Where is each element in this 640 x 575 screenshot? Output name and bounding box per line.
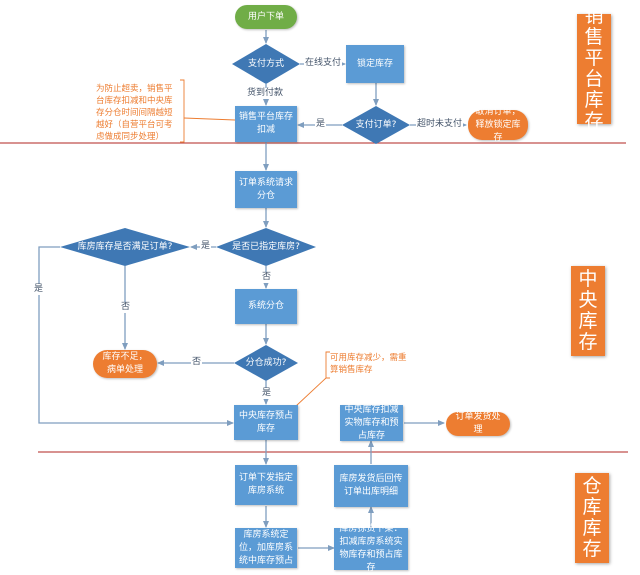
- section-char: 仓: [582, 475, 602, 497]
- edge-label-online-pay: 在线支付: [304, 58, 343, 69]
- section-char: 库: [582, 517, 602, 539]
- edge-label-enough-yes: 是: [33, 284, 45, 295]
- section-char: 销: [584, 5, 604, 27]
- edge-label-alloc-no: 否: [191, 357, 203, 368]
- section-char: 存: [578, 331, 598, 353]
- edge-label-cod: 货到付款: [246, 88, 285, 99]
- section-char: 存: [582, 538, 602, 560]
- system-allocate-box: 系统分仓: [235, 289, 297, 324]
- section-char: 库: [584, 89, 604, 111]
- start-node: 用户下单: [235, 5, 297, 29]
- decision-warehouse-specified: [216, 228, 316, 266]
- section-tag-sales-platform: 销 售 平 台 库 存: [577, 6, 611, 132]
- lock-stock-box: 锁定库存: [346, 45, 404, 83]
- section-char: 存: [584, 110, 604, 132]
- note-bracket-oversell: [180, 79, 185, 143]
- ship-order-terminal: 订单发货处理: [446, 412, 510, 436]
- section-char: 中: [578, 268, 598, 290]
- edge-label-specified-yes: 是: [200, 241, 212, 252]
- wms-locate-box: 库房系统定位，加库房系统中库存预占: [235, 528, 297, 568]
- note-recalc: 可用库存减少，需重算销售库存: [330, 353, 407, 375]
- note-oversell: 为防止超卖，销售平台库存扣减和中央库存分仓时间间隔越短越好（自营平台可考虑做成同…: [96, 84, 173, 142]
- edge-label-specified-no: 否: [261, 272, 273, 283]
- decision-pay-method: [232, 44, 300, 84]
- edge-label-paid-yes: 是: [315, 119, 327, 130]
- wms-pick-box: 库房拣货下架：扣减库房系统实物库存和预占库存: [334, 524, 408, 573]
- note-bracket-recalc: [325, 351, 330, 379]
- note-connector-oversell: [183, 117, 236, 121]
- decision-warehouse-enough: [60, 228, 190, 266]
- wms-return-box: 库房发货后回传订单出库明细: [334, 465, 408, 507]
- section-char: 平: [584, 47, 604, 69]
- dispatch-to-wms-box: 订单下发指定库房系统: [235, 465, 297, 505]
- section-tag-central: 中 央 库 存: [571, 266, 605, 356]
- section-tag-warehouse: 仓 库 库 存: [575, 473, 609, 563]
- edge-label-timeout: 超时未支付: [416, 119, 464, 130]
- section-char: 库: [578, 310, 598, 332]
- section-char: 库: [582, 496, 602, 518]
- decision-pay-order: [342, 106, 410, 144]
- edge-label-alloc-yes: 是: [261, 388, 273, 399]
- central-reserve-box: 中央库存预占库存: [234, 405, 298, 440]
- note-connector-recalc: [295, 377, 327, 407]
- edge-label-enough-no: 否: [120, 302, 132, 313]
- cancel-order-terminal: 取消订单，释放锁定库存: [468, 107, 528, 143]
- section-char: 售: [584, 26, 604, 48]
- section-char: 台: [584, 68, 604, 90]
- insufficient-terminal: 库存不足，病单处理: [93, 350, 157, 378]
- central-deduct-box: 中央库存扣减实物库存和预占库存: [340, 405, 403, 441]
- arrow-enough-yes: [38, 246, 234, 426]
- section-char: 央: [578, 289, 598, 311]
- request-allocation-box: 订单系统请求分仓: [235, 171, 297, 208]
- deduct-sales-stock-box: 销售平台库存扣减: [235, 106, 297, 142]
- decision-allocate-success: [234, 345, 298, 381]
